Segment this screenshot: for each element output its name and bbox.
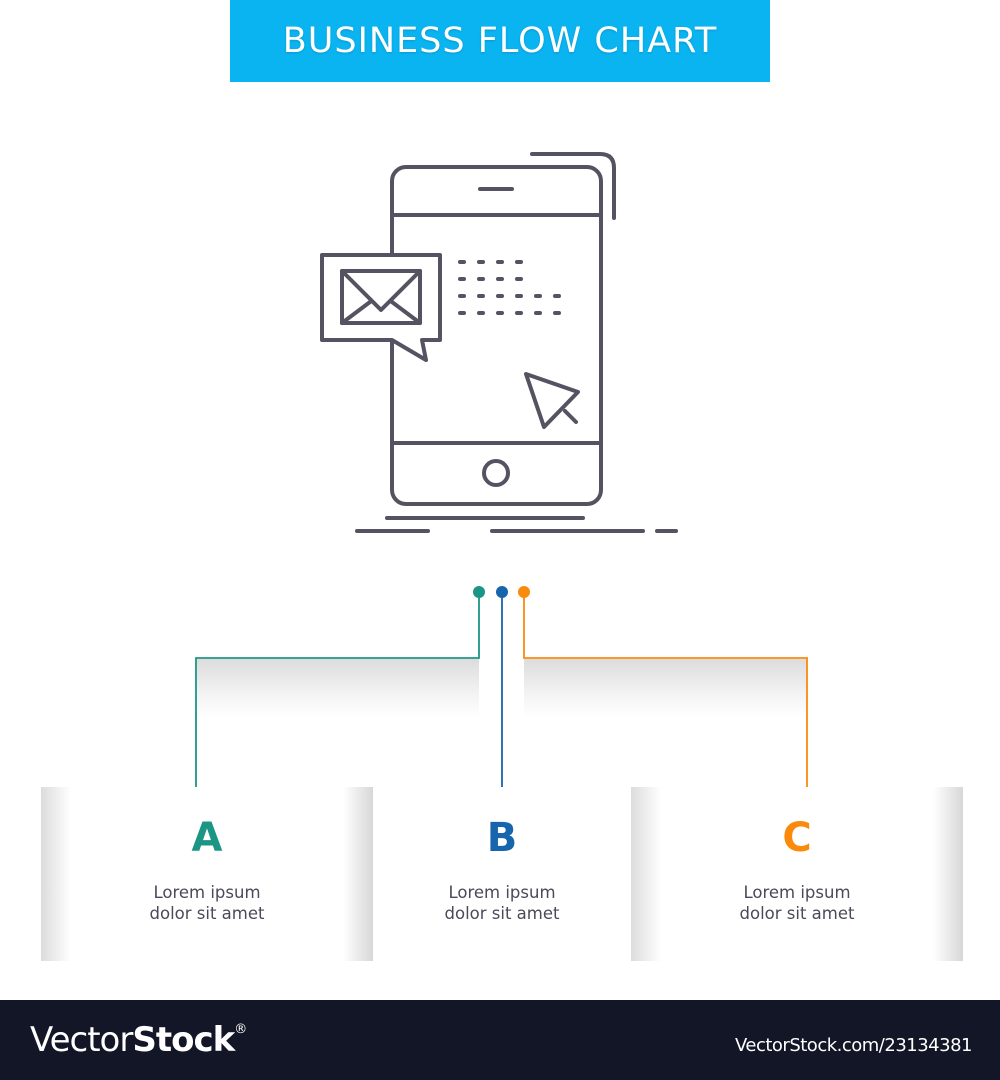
step-card-b: B Lorem ipsum dolor sit amet [373, 787, 631, 961]
dot-a-icon [473, 586, 485, 598]
connector-shade-left [197, 659, 479, 719]
step-description: Lorem ipsum dolor sit amet [739, 883, 855, 923]
title-banner: BUSINESS FLOW CHART [230, 0, 770, 82]
dot-b-icon [496, 586, 508, 598]
step-letter: B [486, 815, 518, 861]
step-description: Lorem ipsum dolor sit amet [149, 883, 265, 923]
dot-c-icon [518, 586, 530, 598]
image-url: VectorStock.com/23134381 [734, 1035, 973, 1056]
page-title: BUSINESS FLOW CHART [282, 21, 718, 61]
step-letter: A [191, 815, 223, 861]
mobile-message-icon [310, 140, 690, 540]
step-card-a: A Lorem ipsum dolor sit amet [41, 787, 373, 961]
step-description: Lorem ipsum dolor sit amet [444, 883, 560, 923]
connector-shade-right [524, 659, 807, 719]
brand-logo: VectorStock® [30, 1020, 247, 1060]
step-card-c: C Lorem ipsum dolor sit amet [631, 787, 963, 961]
step-letter: C [782, 815, 812, 861]
footer-bar: VectorStock® VectorStock.com/23134381 [0, 1000, 1000, 1080]
